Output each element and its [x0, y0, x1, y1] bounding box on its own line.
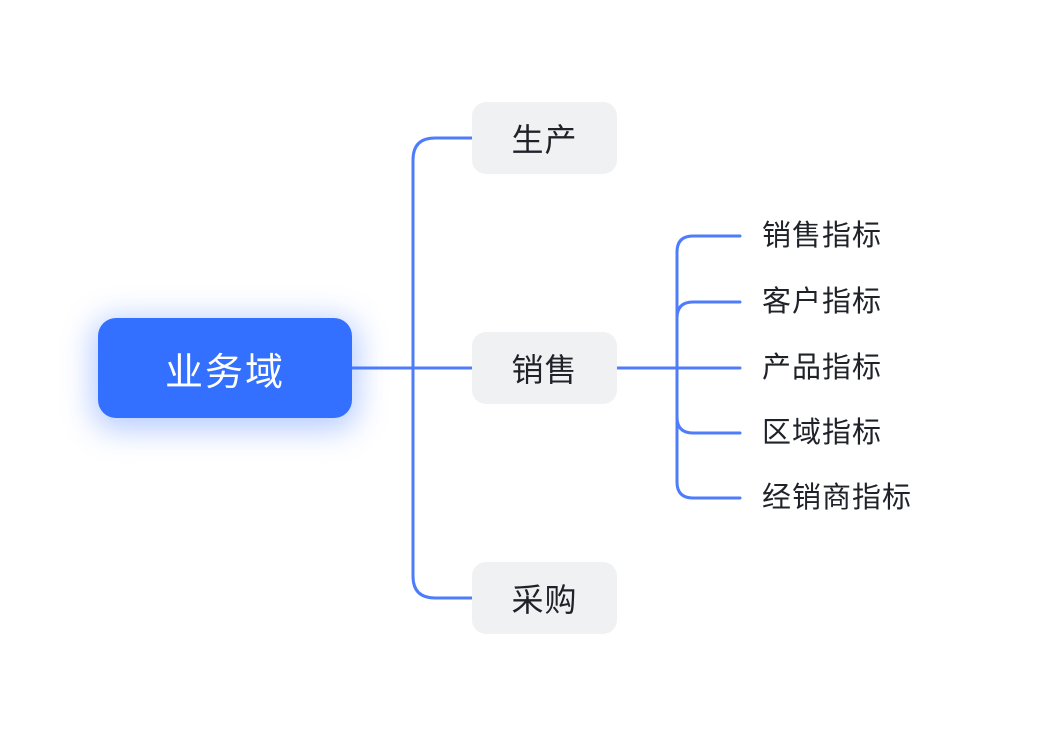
- branch-node-procurement[interactable]: 采购: [472, 562, 617, 634]
- branch-node-sales[interactable]: 销售: [472, 332, 617, 404]
- root-node-business-domain[interactable]: 业务域: [98, 318, 352, 418]
- leaf-node-customer-metrics[interactable]: 客户指标: [762, 286, 883, 318]
- leaf-node-sales-metrics[interactable]: 销售指标: [762, 220, 883, 252]
- leaf-node-product-metrics[interactable]: 产品指标: [762, 352, 883, 384]
- edge-root-to-procurement: [411, 366, 474, 600]
- leaf-node-dealer-metrics[interactable]: 经销商指标: [762, 482, 913, 514]
- edge-sales-to-sales-metrics: [675, 234, 742, 370]
- leaf-node-region-metrics[interactable]: 区域指标: [762, 417, 883, 449]
- edge-sales-to-customer-metrics: [675, 300, 742, 370]
- branch-node-production[interactable]: 生产: [472, 102, 617, 174]
- edge-root-to-production: [411, 136, 474, 370]
- edge-sales-to-region-metrics: [675, 366, 742, 435]
- edge-sales-to-dealer-metrics: [675, 366, 742, 500]
